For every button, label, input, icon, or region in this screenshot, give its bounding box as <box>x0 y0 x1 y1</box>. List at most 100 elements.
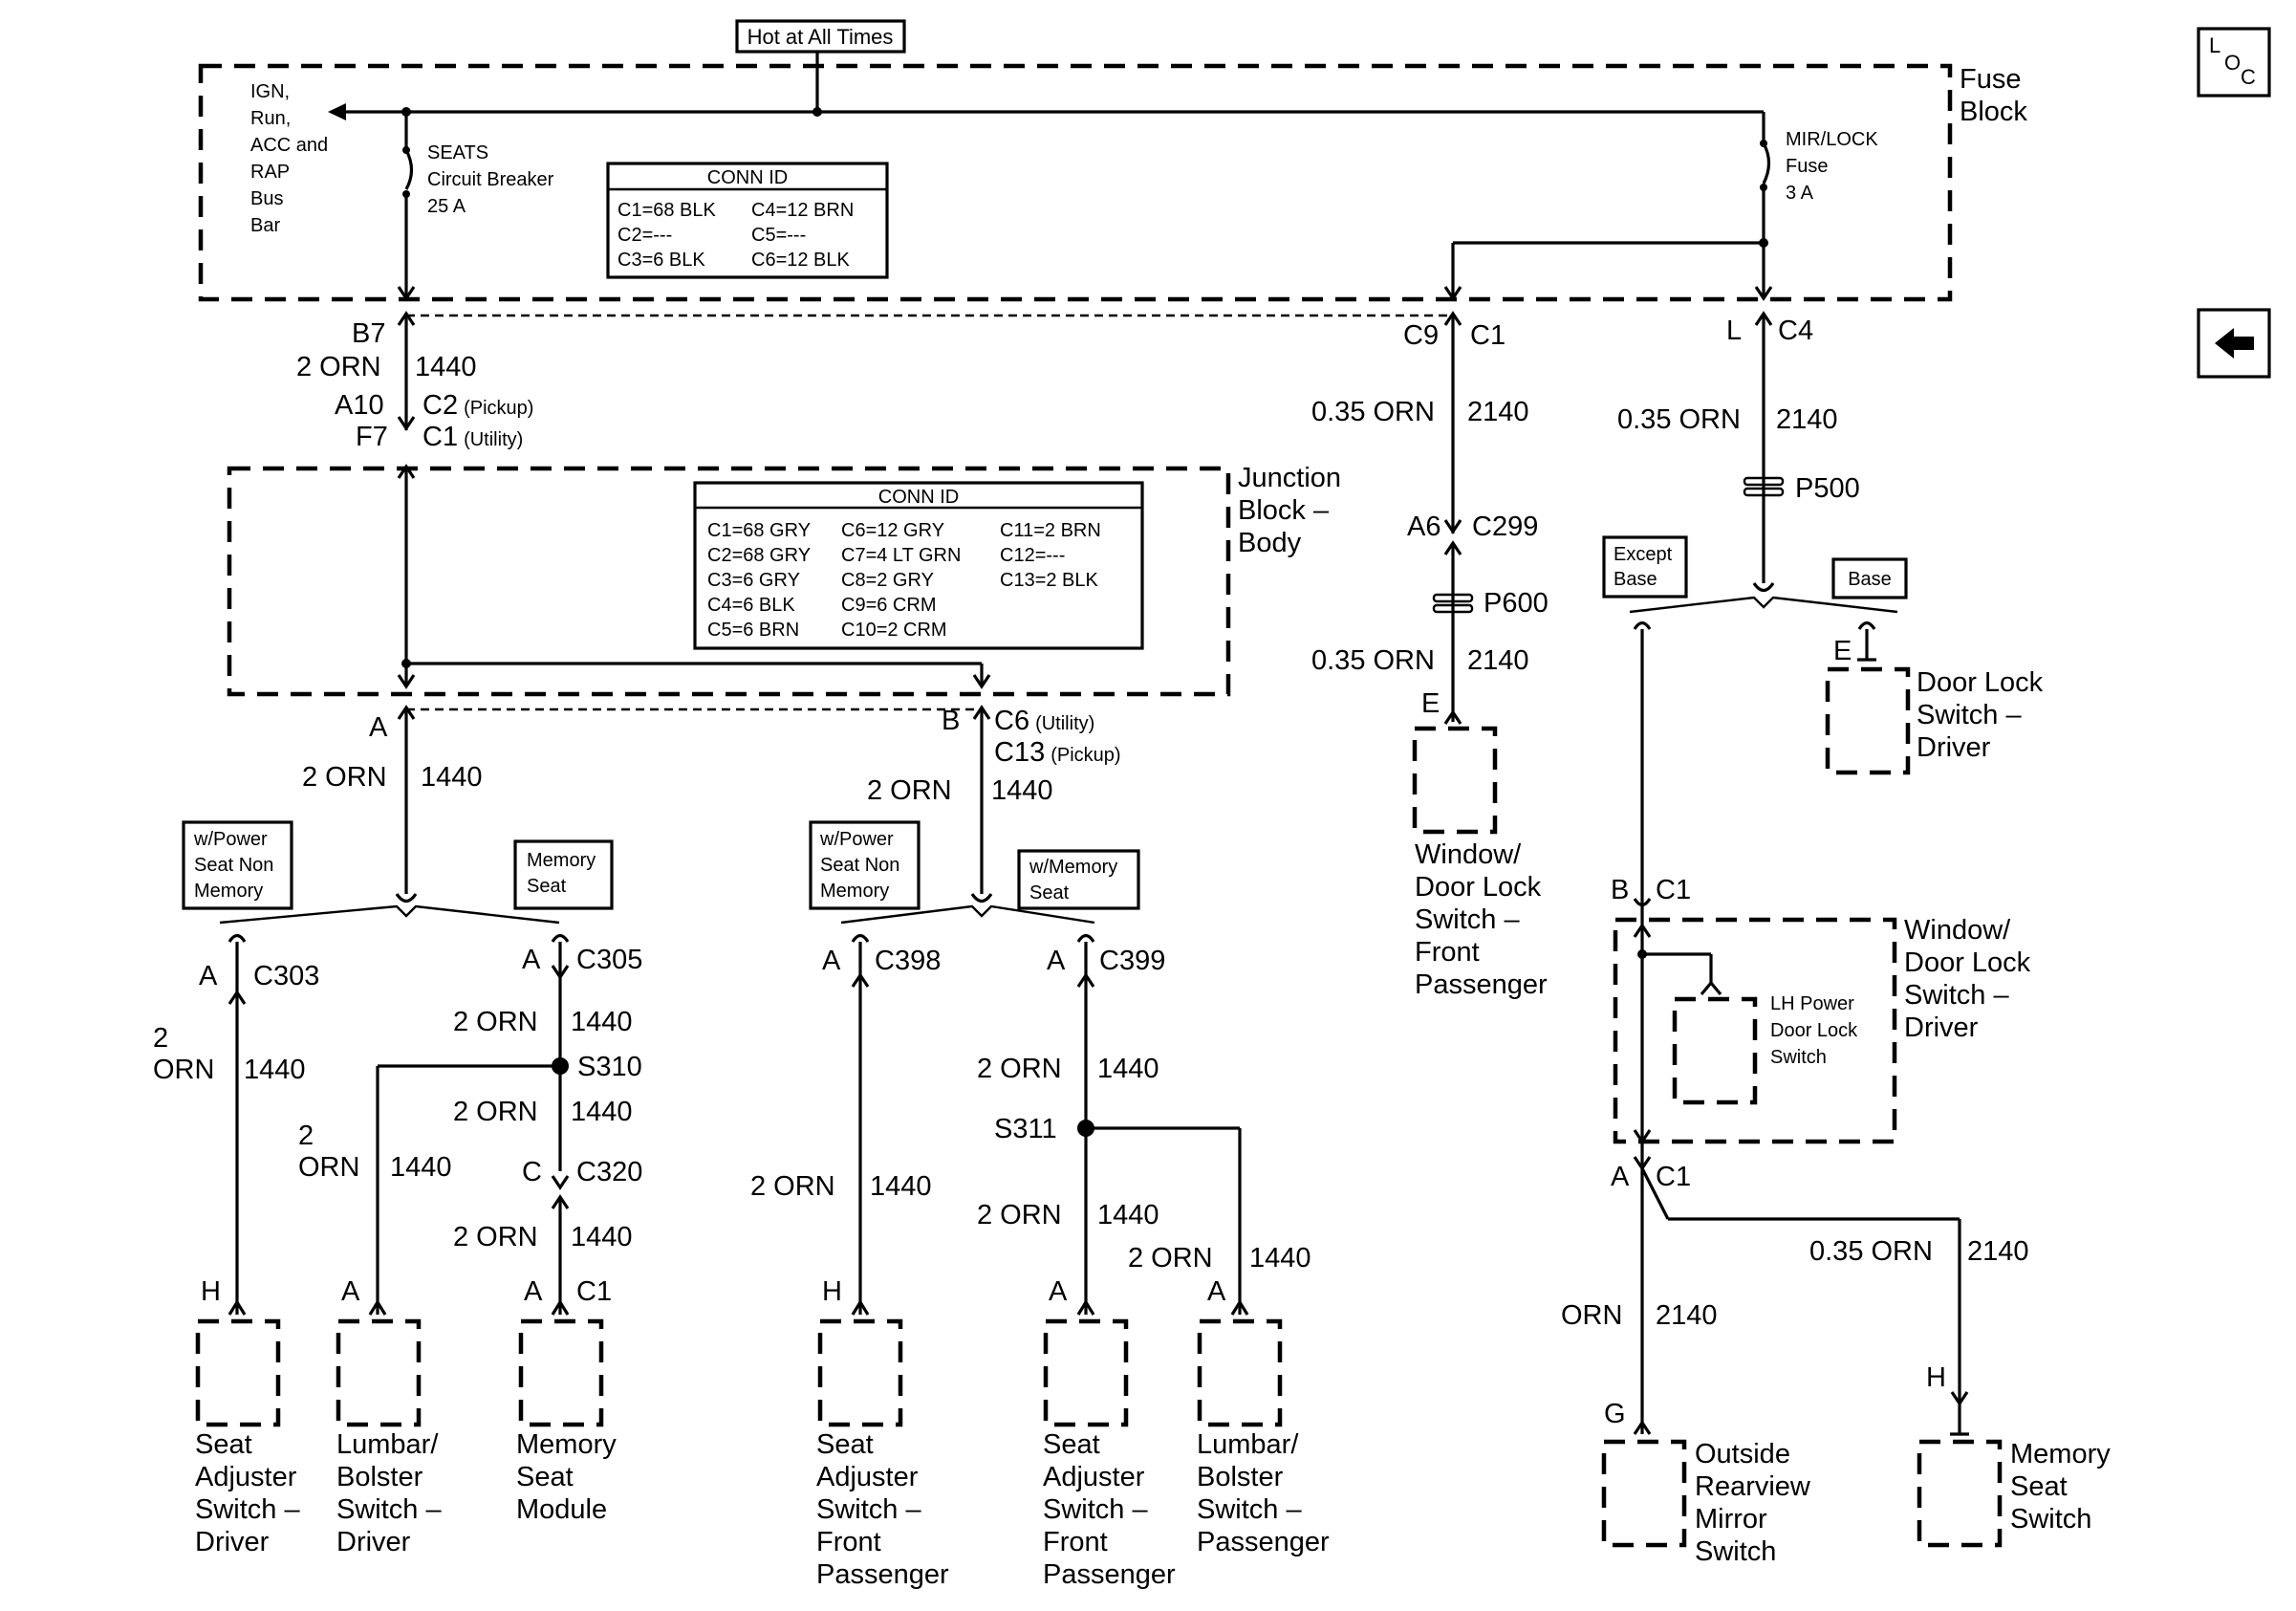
memory-module-pin-a: A <box>524 1276 543 1307</box>
c398-label: C398 <box>875 946 941 976</box>
seats-circuit-breaker-icon <box>404 149 414 190</box>
mirlock-fuse-label: MIR/LOCK Fuse 3 A <box>1786 129 1883 204</box>
s311-down-circuit: 1440 <box>1097 1200 1159 1230</box>
junction-block-box <box>227 466 1231 697</box>
c320-pin-c: C <box>522 1157 542 1187</box>
outside-rearview-mirror-switch <box>1601 1439 1687 1548</box>
mirror-circuit: 2140 <box>1656 1300 1718 1331</box>
lumbar-bolster-switch-driver <box>336 1318 422 1427</box>
fuse-block-box <box>198 63 1953 302</box>
c399-wire-color: 2 ORN <box>977 1054 1062 1084</box>
lumbar-passenger-pin-a: A <box>1207 1276 1226 1307</box>
c9-pin-label: C9 <box>1403 320 1439 351</box>
pin-a-label: A <box>369 712 388 743</box>
option-split-door <box>1629 596 1898 614</box>
c398-circuit: 1440 <box>870 1171 932 1202</box>
c398-wire-color: 2 ORN <box>750 1171 835 1202</box>
s311-down-wire-color: 2 ORN <box>977 1200 1062 1230</box>
p600-inline-icon <box>1432 593 1474 614</box>
branch-b-circuit: 1440 <box>991 775 1053 806</box>
door-lock-switch-driver-label: Door Lock Switch – Driver <box>1917 667 2050 763</box>
trunk-wire-color: 2 ORN <box>296 352 381 382</box>
seat-adjuster-switch-front-passenger-2 <box>1043 1318 1129 1427</box>
loc-icon[interactable]: L O C <box>2197 27 2271 98</box>
junction-block-conn-id-table: CONN ID C1=68 GRY C6=12 GRY C11=2 BRN C2… <box>693 481 1144 650</box>
c4-label: C4 <box>1778 316 1813 346</box>
fuse-block-title: Fuse Block <box>1960 64 2029 127</box>
fuse-block-conn-id-table: CONN ID C1=68 BLK C4=12 BRN C2=--- C5=--… <box>606 162 889 279</box>
svg-text:C1=68 BLK C4=12 BRN: C1=68 BLK C4=12 BRN C2=--- C5=--- C3=6 B… <box>617 200 859 271</box>
p500-inline-icon <box>1743 476 1785 497</box>
c13-pickup-label: C13(Pickup) <box>994 737 1121 768</box>
seat-adjuster-switch-driver <box>195 1318 281 1427</box>
seat-adj-pass1-pin-h: H <box>822 1276 842 1307</box>
mirror-wire-color: ORN <box>1561 1300 1622 1331</box>
door-lock-switch-driver <box>1825 666 1911 775</box>
window-door-lock-driver-label: Window/ Door Lock Switch – Driver <box>1904 915 2038 1043</box>
lh-power-door-lock-switch-label: LH Power Door Lock Switch <box>1770 993 1863 1068</box>
c9-wire-color: 0.35 ORN <box>1311 397 1435 427</box>
seat-adjuster-front-passenger-2-label: Seat Adjuster Switch – Front Passenger <box>1043 1429 1176 1590</box>
lumbar-bolster-switch-passenger <box>1197 1318 1283 1427</box>
s310-down-circuit: 1440 <box>571 1097 633 1127</box>
back-arrow-icon[interactable] <box>2197 308 2271 379</box>
seat-adj-driver-pin-h: H <box>201 1276 221 1307</box>
svg-text:Base: Base <box>1848 569 1892 590</box>
svg-text:CONN ID: CONN ID <box>878 487 959 508</box>
c399-circuit: 1440 <box>1097 1054 1159 1084</box>
seat-adj-pass2-pin-a: A <box>1049 1276 1068 1307</box>
loc-icon-o: O <box>2224 51 2241 75</box>
a10-pin-label: A10 <box>335 390 384 421</box>
branch-a-wire-color: 2 ORN <box>302 762 387 793</box>
svg-text:C1=68 GRY C6=12 GRY: C1=68 GRY C6=12 GRY C11=2 BRN C2=68 GRY … <box>707 520 1106 641</box>
c4-circuit: 2140 <box>1776 404 1838 435</box>
window-driver-c1-top: C1 <box>1656 875 1691 905</box>
c9-circuit: 2140 <box>1467 397 1529 427</box>
branch-a-circuit: 1440 <box>421 762 483 793</box>
memory-switch-wire-color: 0.35 ORN <box>1809 1236 1933 1267</box>
lumbar-driver-circuit: 1440 <box>390 1152 452 1183</box>
memory-switch-pin-h: H <box>1926 1362 1946 1393</box>
window-door-lock-switch-front-passenger <box>1412 726 1498 835</box>
lumbar-passenger-wire-color: 2 ORN <box>1128 1243 1213 1274</box>
seat-adjuster-switch-driver-label: Seat Adjuster Switch – Driver <box>195 1429 308 1557</box>
c305-wire-color: 2 ORN <box>453 1007 538 1037</box>
seats-breaker-label: SEATS Circuit Breaker 25 A <box>427 142 559 217</box>
c6-utility-label: C6(Utility) <box>994 706 1094 736</box>
seat-adjuster-front-passenger-1-label: Seat Adjuster Switch – Front Passenger <box>816 1429 949 1590</box>
c305-circuit: 1440 <box>571 1007 633 1037</box>
svg-text:CONN ID: CONN ID <box>707 167 788 188</box>
option-split-right <box>840 904 1095 925</box>
window-door-lock-switch-driver <box>1613 917 1897 1144</box>
pin-b-label: B <box>942 706 960 736</box>
window-front-pass-pin-e: E <box>1421 688 1440 719</box>
memory-seat-switch-label: Memory Seat Switch <box>2010 1439 2118 1535</box>
c4-wire-color: 0.35 ORN <box>1617 404 1741 435</box>
c303-pin-a: A <box>199 961 218 991</box>
seat-adjuster-switch-front-passenger-1 <box>817 1318 903 1427</box>
a6-pin-label: A6 <box>1407 512 1440 542</box>
c398-pin-a: A <box>822 946 841 976</box>
door-lock-driver-pin-e: E <box>1833 636 1852 666</box>
c9-c1-label: C1 <box>1470 320 1505 351</box>
c303-label: C303 <box>253 961 319 991</box>
p600-wire-color: 0.35 ORN <box>1311 645 1435 676</box>
mirror-pin-g: G <box>1604 1399 1626 1429</box>
c299-label: C299 <box>1472 512 1538 542</box>
window-driver-c1-bottom: C1 <box>1656 1162 1691 1192</box>
f7-pin-label: F7 <box>356 422 388 452</box>
memory-module-c1: C1 <box>576 1276 612 1307</box>
c399-label: C399 <box>1099 946 1165 976</box>
p600-circuit: 2140 <box>1467 645 1529 676</box>
s311-label: S311 <box>994 1114 1057 1144</box>
bus-bar-label: IGN, Run, ACC and RAP Bus Bar <box>250 81 334 236</box>
loc-icon-c: C <box>2241 65 2256 89</box>
c320-circuit: 1440 <box>571 1222 633 1252</box>
c303-circuit: 1440 <box>244 1055 306 1085</box>
